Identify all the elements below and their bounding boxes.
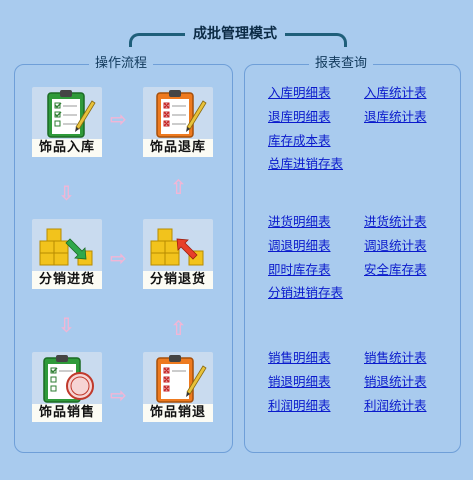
link-sales-summary[interactable]: 销售统计表 [364, 350, 427, 365]
report-query-panel: 报表查询 入库明细表 入库统计表 退库明细表 退库统计表 库存成本表 总库进销存… [244, 55, 461, 453]
tile-label: 饰品销退 [143, 404, 213, 422]
link-profit-detail[interactable]: 利润明细表 [268, 398, 331, 413]
clipboard-cross-pen-icon [143, 352, 213, 406]
link-distribution-io-stock[interactable]: 分销进销存表 [268, 285, 344, 300]
link-purchase-detail[interactable]: 进货明细表 [268, 214, 331, 229]
tile-distribution-return[interactable]: 分销退货 [143, 219, 215, 291]
link-sales-detail[interactable]: 销售明细表 [268, 350, 331, 365]
boxes-arrow-out-icon [143, 219, 213, 273]
tile-label: 饰品退库 [143, 139, 213, 157]
link-warehouse-io-stock[interactable]: 总库进销存表 [268, 156, 344, 171]
link-safety-stock[interactable]: 安全库存表 [364, 262, 427, 277]
link-realtime-inventory[interactable]: 即时库存表 [268, 262, 331, 277]
tile-jewelry-sales-return[interactable]: 饰品销退 [143, 352, 215, 424]
arrow-down-icon: ⇩ [58, 181, 75, 205]
link-inventory-cost[interactable]: 库存成本表 [268, 133, 331, 148]
link-stock-in-detail[interactable]: 入库明细表 [268, 85, 331, 100]
tile-label: 饰品销售 [32, 404, 102, 422]
page-title: 成批管理模式 [185, 25, 285, 43]
arrow-down-icon: ⇩ [58, 313, 75, 337]
tile-label: 分销退货 [143, 271, 213, 289]
operation-flow-panel: 操作流程 饰品入库 [14, 55, 233, 453]
clipboard-sale-stamp-icon [32, 352, 102, 406]
link-sales-return-summary[interactable]: 销退统计表 [364, 374, 427, 389]
tile-jewelry-sales[interactable]: 饰品销售 [32, 352, 104, 424]
boxes-arrow-in-icon [32, 219, 102, 273]
report-query-title: 报表查询 [309, 55, 374, 73]
tile-jewelry-stock-in[interactable]: 饰品入库 [32, 87, 104, 159]
link-transfer-return-summary[interactable]: 调退统计表 [364, 238, 427, 253]
link-transfer-return-detail[interactable]: 调退明细表 [268, 238, 331, 253]
arrow-up-icon: ⇧ [170, 316, 187, 340]
operation-flow-title: 操作流程 [89, 55, 154, 73]
arrow-right-icon: ⇨ [110, 107, 127, 131]
tile-label: 分销进货 [32, 271, 102, 289]
link-stock-return-detail[interactable]: 退库明细表 [268, 109, 331, 124]
tile-jewelry-stock-return[interactable]: 饰品退库 [143, 87, 215, 159]
link-sales-return-detail[interactable]: 销退明细表 [268, 374, 331, 389]
link-profit-summary[interactable]: 利润统计表 [364, 398, 427, 413]
clipboard-pen-icon [32, 87, 102, 141]
link-purchase-summary[interactable]: 进货统计表 [364, 214, 427, 229]
link-stock-in-summary[interactable]: 入库统计表 [364, 85, 427, 100]
link-stock-return-summary[interactable]: 退库统计表 [364, 109, 427, 124]
tile-distribution-purchase[interactable]: 分销进货 [32, 219, 104, 291]
tile-label: 饰品入库 [32, 139, 102, 157]
arrow-right-icon: ⇨ [110, 383, 127, 407]
arrow-right-icon: ⇨ [110, 246, 127, 270]
clipboard-cross-icon [143, 87, 213, 141]
arrow-up-icon: ⇧ [170, 175, 187, 199]
